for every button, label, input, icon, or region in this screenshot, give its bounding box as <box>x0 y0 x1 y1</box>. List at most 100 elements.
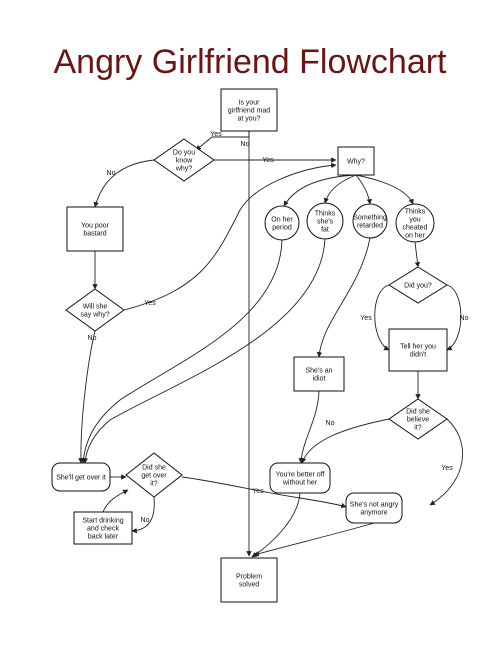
node-label-tell-1: didn't <box>410 352 427 359</box>
node-label-drink-0: Start drinking <box>82 518 123 525</box>
node-label-poor-0: You poor <box>81 223 109 230</box>
node-label-better-1: without her <box>282 480 318 487</box>
edge-drink-to-didget <box>102 489 129 513</box>
node-getover: She'll get over it <box>51 462 111 492</box>
node-label-mad-1: girlfriend mad <box>228 108 271 115</box>
node-label-cheated-3: on her <box>405 233 426 240</box>
node-label-fat-0: Thinks <box>315 211 336 218</box>
edge-label-didget-drink: No <box>141 517 150 524</box>
node-shape-getover <box>51 462 111 492</box>
node-label-cheated-1: you <box>409 217 420 224</box>
edge-why-to-cheated <box>355 174 414 205</box>
node-shape-retarded <box>352 203 388 239</box>
edge-know-to-poor <box>93 159 155 208</box>
node-label-fat-1: she's <box>317 219 334 226</box>
edge-label-didyou-tell: Yes <box>360 315 372 322</box>
node-label-believe-2: it? <box>414 425 422 432</box>
edge-didget-to-notangry <box>181 476 347 509</box>
node-shape-fat <box>306 202 344 240</box>
node-label-retarded-0: Something <box>353 215 387 222</box>
edge-period-to-getover <box>80 239 283 464</box>
node-shape-mad <box>220 88 278 132</box>
edge-label-mad-solved: No <box>241 141 250 148</box>
node-label-believe-0: Did she <box>406 409 430 416</box>
edge-didyou-to-tell <box>446 284 462 351</box>
node-label-willsay-0: Will she <box>83 304 108 311</box>
node-shape-tell <box>388 328 448 372</box>
node-label-didget-0: Did she <box>142 465 166 472</box>
edge-label-mad-know: Yes <box>210 131 222 138</box>
edge-idiot-to-better <box>298 390 320 464</box>
node-label-mad-0: Is your <box>238 100 260 107</box>
node-shape-know <box>153 138 215 182</box>
node-shape-poor <box>66 206 124 252</box>
node-label-know-0: Do you <box>173 150 195 157</box>
edge-why-to-period <box>283 174 357 207</box>
edge-label-know-poor: No <box>107 170 116 177</box>
node-label-why-0: Why? <box>347 159 365 166</box>
node-label-getover-0: She'll get over it <box>56 475 106 482</box>
node-didyou: Did you? <box>388 266 448 304</box>
node-label-notangry-1: anymore <box>360 510 387 517</box>
node-label-idiot-1: idiot <box>313 376 326 383</box>
node-shape-believe <box>388 398 448 440</box>
edge-believe-to-better <box>301 418 390 464</box>
edge-notangry-to-solved <box>253 522 375 557</box>
node-label-mad-2: at you? <box>238 116 261 123</box>
node-label-drink-1: and check <box>87 526 119 533</box>
node-label-fat-2: fat <box>321 227 329 234</box>
node-shape-why <box>337 146 375 176</box>
node-shape-better <box>269 462 331 494</box>
node-label-solved-1: solved <box>239 582 259 589</box>
edge-label-willsay-getover: No <box>88 335 97 342</box>
node-label-drink-2: back later <box>88 534 119 541</box>
node-label-cheated-0: Thinks <box>405 209 426 216</box>
edge-cheated-to-didyou <box>414 241 421 268</box>
edge-label-believe-notangry: Yes <box>441 465 453 472</box>
edge-willsay-to-getover <box>78 330 96 464</box>
node-label-poor-1: bastard <box>83 231 106 238</box>
node-label-know-2: why? <box>175 166 192 173</box>
node-label-notangry-0: She's not angry <box>350 502 399 509</box>
page-title: Angry Girlfriend Flowchart <box>53 43 447 81</box>
node-shape-solved <box>220 557 278 603</box>
node-shape-idiot <box>293 356 345 392</box>
node-label-retarded-1: retarded <box>357 223 383 230</box>
edge-fat-to-getover <box>82 238 326 464</box>
node-shape-didyou <box>388 266 448 304</box>
node-label-idiot-0: She's an <box>305 368 332 375</box>
edge-retarded-to-idiot <box>316 237 371 358</box>
node-label-willsay-1: say why? <box>80 312 109 319</box>
node-label-solved-0: Problem <box>236 574 262 581</box>
edge-didget-to-drink <box>131 496 155 534</box>
node-shape-period <box>264 205 300 241</box>
edge-why-to-retarded <box>355 174 372 205</box>
node-label-didget-2: it? <box>150 481 158 488</box>
edge-willsay-to-why <box>123 162 337 311</box>
edge-didyou-to-tell <box>374 284 390 351</box>
node-label-believe-1: believe <box>407 417 429 424</box>
edge-label-believe-better: No <box>326 420 335 427</box>
node-shape-drink <box>73 511 133 545</box>
edge-better-to-solved <box>251 492 301 558</box>
node-shape-cheated <box>395 203 435 243</box>
edge-label-willsay-why: Yes <box>144 300 156 307</box>
edge-label-didyou-tell: No <box>460 315 469 322</box>
edge-believe-to-notangry <box>429 418 463 506</box>
edge-why-to-fat <box>323 174 357 204</box>
